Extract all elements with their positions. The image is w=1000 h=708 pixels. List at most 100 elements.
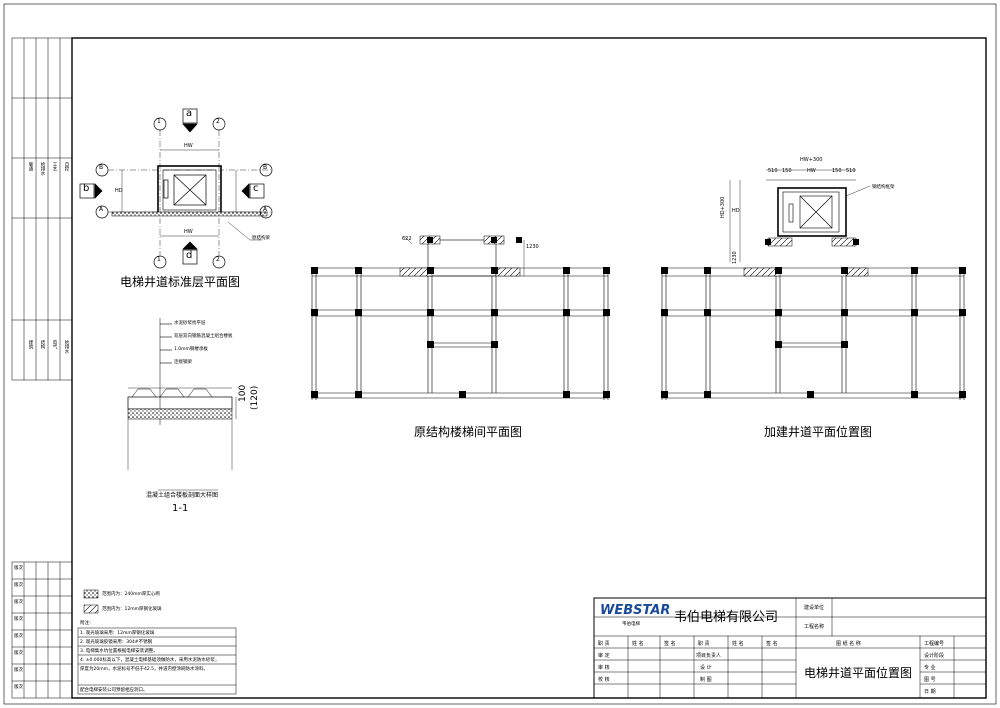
sidebar-upper-2: 给排水 [40,162,45,176]
dim-1230-right: 1230 [732,251,738,264]
dim-hd-plus: HD+300 [720,196,726,218]
sidebar-lower-4: 给排水 [64,340,69,354]
note-line-1: 1. 观光玻璃采用：12mm厚钢化玻璃 [80,631,155,636]
date-label: 日 期 [924,689,936,695]
role-design: 设 计 [700,665,712,671]
revision-row-label: 版次 [14,600,23,605]
outer-frame [3,3,997,705]
section-detail [127,318,237,491]
dim-1230-mid: 1230 [526,244,539,250]
role-audit: 审 定 [598,653,610,659]
sidebar-upper-1: 暖通 [28,162,33,171]
role-col-2: 姓 名 [632,641,644,647]
role-col-1: 职 责 [598,641,610,647]
notes-table [77,627,237,695]
sidebar-upper-4: 自控 [64,162,69,171]
legend-item-1: 范围内为：240mm厚实心砌 [102,592,160,597]
axis-label-a-left: A [99,206,104,213]
revision-row-label: 版次 [14,668,23,673]
dim-622-a: 622 [402,236,412,242]
drawing-name: 电梯井道平面位置图 [804,666,913,680]
dim-hw-right: HW [807,168,816,174]
view-marker-c: c [253,183,259,194]
note-line-5: 厚度为20mm，水泥标号不低于42.5，井道内壁涂刷防水涂料。 [80,667,209,672]
revision-row-label: 版次 [14,617,23,622]
beam-note: 原结构梁 [252,236,270,241]
axis-label-b-left: B [99,164,104,171]
axis-label-2-bottom: 2 [216,256,220,263]
steel-frame-note: 钢结构框架 [872,185,895,190]
layer-4-label: 连接钢梁 [174,360,192,365]
dim-120: (120) [250,385,260,410]
note-line-3: 3. 电梯集水坑位置根据电梯安装调整。 [80,649,158,654]
layer-1-label: 水泥砂浆找平层 [174,321,206,326]
role-col-6: 签 名 [766,641,778,647]
axis-label-1-top: 1 [157,118,161,125]
dim-hw-top: HW [184,143,193,149]
title-block [593,597,987,699]
role-proof: 校 核 [598,677,610,683]
revision-row-label: 版次 [14,566,23,571]
original-stair-plan [311,235,610,400]
revision-row-label: 版次 [14,634,23,639]
brand-sub: 韦伯电梯 [622,622,640,627]
brand-logo: WEBSTAR [600,603,671,618]
role-lead: 项目负责人 [696,653,722,659]
sidebar-upper-3: 工艺 [52,162,57,171]
axis-label-a-right: A [263,206,268,213]
note-line-2: 2. 观光玻璃胶镜采用：304#不锈钢 [80,640,153,645]
axis-label-1-bottom: 1 [157,256,161,263]
dim-hd-right: HD [732,208,740,214]
section-id: 1-1 [172,503,189,514]
view-marker-a: a [186,108,193,119]
title-standard-floor: 电梯井道标准层平面图 [120,275,241,289]
notes-heading: 附注： [80,621,94,626]
dim-510-left: 510 [768,168,778,174]
role-col-4: 职 责 [698,641,710,647]
view-marker-b: b [83,183,90,194]
title-original-stair: 原结构楼梯间平面图 [414,425,523,439]
sidebar-lower-3: 电气 [52,340,57,349]
drawing-no-label: 图 号 [924,677,936,683]
section-note: 混凝土组合楼板剖面大样图 [146,492,219,499]
role-draw: 制 图 [700,677,712,683]
standard-floor-plan [79,108,273,269]
company-name: 韦伯电梯有限公司 [674,610,779,625]
left-sidebar-upper [11,37,73,381]
view-marker-d: d [186,250,193,261]
drawing-name-label: 图 纸 名 称 [836,641,861,647]
legend [83,589,99,614]
layer-3-label: 1.0mm钢楼承板 [174,347,208,352]
role-col-3: 签 名 [664,641,676,647]
sidebar-lower-1: 建筑 [28,340,33,349]
inner-frame [71,37,987,699]
design-stage-label: 设计阶段 [924,653,945,659]
dim-150-left: 150 [782,168,792,174]
axis-label-b-right: B [263,164,268,171]
note-line-4: 4. ±0.000标高以下，混凝土电梯基础须做防水，采用水泥防水砂浆， [80,658,220,663]
dim-100: 100 [238,384,248,402]
added-shaft-plan [661,169,966,400]
layer-2-label: 双层双向钢筋混凝土组合楼板 [174,334,233,339]
dim-150-right: 150 [832,168,842,174]
left-sidebar-lower [11,561,73,699]
dim-hw-plus: HW+300 [800,157,823,163]
dim-510-right: 510 [846,168,856,174]
project-no-label: 工程编号 [924,641,945,647]
revision-row-label: 版次 [14,685,23,690]
dim-hw-bottom: HW [184,229,193,235]
note-line-6: 配合电梯安装公司预留相应洞口。 [80,688,148,693]
revision-row-label: 版次 [14,651,23,656]
build-unit-label: 建设单位 [804,605,825,611]
sidebar-lower-2: 结构 [40,340,45,349]
role-check: 审 核 [598,665,610,671]
title-added-shaft: 加建井道平面位置图 [764,425,873,439]
role-col-5: 姓 名 [732,641,744,647]
project-name-label: 工程名称 [804,624,825,630]
revision-row-label: 版次 [14,583,23,588]
axis-label-2-top: 2 [216,118,220,125]
legend-item-2: 范围内为：12mm厚钢化玻璃 [102,607,162,612]
dim-hd-left: HD [115,188,123,194]
